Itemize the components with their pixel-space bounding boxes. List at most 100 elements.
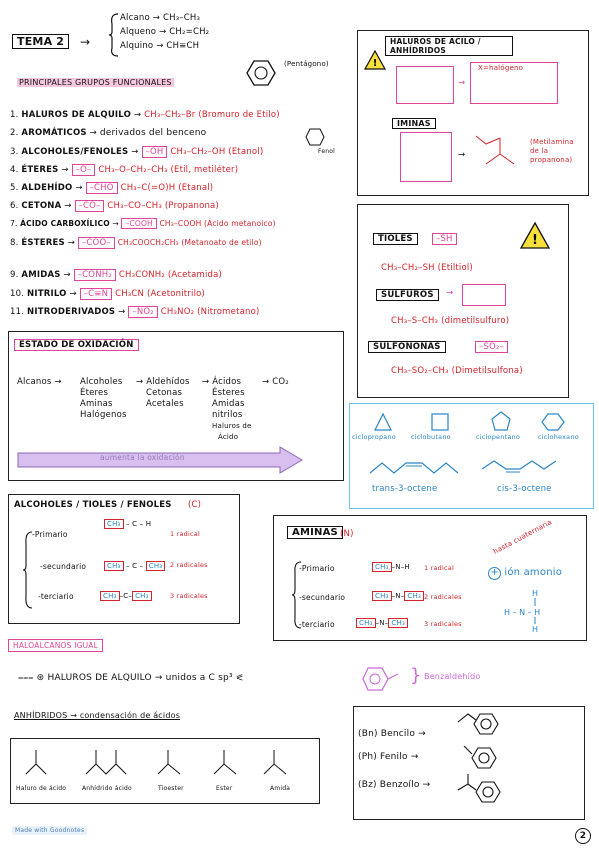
imine-structure <box>400 132 452 182</box>
fg-row: 9. AMIDAS → –CONH₂ CH₃CONH₂ (Acetamida) <box>10 269 223 281</box>
alcohols-box <box>8 494 240 624</box>
benzaldehido-label: Benzaldehído <box>424 672 481 681</box>
bencilo-label: (Bn) Bencilo → <box>358 729 426 739</box>
goodnotes-badge: Made with Goodnotes <box>12 826 88 835</box>
ion-amonio: + ión amonio <box>488 567 562 580</box>
ox-col4: → Ácidos Ésteres Amidas nitrilos Haluros… <box>202 377 252 443</box>
ox-col2: Alcoholes Éteres Aminas Halógenos <box>80 377 127 421</box>
ox-col3: → Aldehídos Cetonas Acetales <box>136 377 190 410</box>
tioles-title: TIOLES <box>373 233 418 245</box>
trans-octene-label: trans-3-octene <box>372 484 438 494</box>
fg-row: 4. ÉTERES → –O– CH₃–O–CH₂–CH₃ (Etil, met… <box>10 164 239 176</box>
fg-example: CH₃COOCH₂CH₃ (Metanoato de etilo) <box>117 238 262 247</box>
ammonium-icon: H H – N – H H <box>504 589 540 634</box>
fg-name: NITRILO <box>27 289 67 299</box>
fg-name: HALUROS DE ALQUILO <box>21 110 132 120</box>
warning-icon: ! <box>363 49 387 70</box>
fg-example: CH₃–CO–CH₃ (Propanona) <box>107 201 219 211</box>
alc-primario: -Primario <box>32 530 68 539</box>
fg-num: 11. <box>10 307 25 317</box>
brace-icon <box>291 561 302 629</box>
fg-num: 3. <box>10 147 19 157</box>
tema-label: TEMA 2 <box>12 34 70 49</box>
ox-item: Haluros de <box>212 422 252 430</box>
alcohols-title: ALCOHOLES / TIOLES / FENOLES <box>14 500 172 510</box>
ring-label: ciclohexano <box>538 433 579 441</box>
fg-example: CH₃CN (Acetonitrilo) <box>115 289 206 299</box>
reverse-arrows-icon: ⪕ <box>235 673 244 683</box>
am-primario: -Primario <box>299 564 335 573</box>
tioles-group: –SH <box>432 233 457 245</box>
ring-label: ciclopentano <box>476 433 521 441</box>
fenol-label: Fenol <box>318 148 335 155</box>
acid-halides-title: HALUROS DE ACILO / ANHÍDRIDOS <box>385 36 513 56</box>
aminas-box <box>273 515 587 641</box>
fg-name: ÁCIDO CARBOXÍLICO <box>20 219 110 228</box>
am-r3: 3 radicales <box>424 620 462 628</box>
octene-skeletons-icon <box>369 460 557 474</box>
ox-item: Cetonas <box>146 388 183 398</box>
plus-circle-icon: + <box>488 567 501 580</box>
brace-glyph: } <box>410 665 422 686</box>
ox-item: Éteres <box>80 388 109 398</box>
ox-item: Aminas <box>80 399 113 409</box>
am-primario-structure: CH₃–N–H <box>372 562 410 572</box>
alc-secundario-structure: CH₃ – C – CH₃ <box>104 561 166 571</box>
fg-num: 8. <box>10 238 19 248</box>
star-circle-icon: ⊛ <box>36 673 45 683</box>
fg-group: –COOH <box>121 218 157 229</box>
pentagon-note: (Pentágono) <box>284 60 329 68</box>
ox-item: Amidas <box>212 399 245 409</box>
alkene-line: Alqueno → CH₂=CH₂ <box>120 27 210 37</box>
brace-icon <box>22 531 33 609</box>
fg-num: 6. <box>10 201 19 211</box>
fg-num: 7. <box>10 219 18 228</box>
equals-arrows-icon: ⩶ <box>18 673 34 683</box>
arrow-glyph: → <box>446 288 454 298</box>
ox-item: Alcoholes <box>80 377 123 387</box>
ion-amonio-label: ión amonio <box>504 567 563 578</box>
fg-group: –O– <box>71 164 96 176</box>
sulfuros-title: SULFUROS <box>376 289 439 301</box>
alc-r3: 3 radicales <box>170 592 208 600</box>
alc-terciario-structure: CH₃–C–CH₃ <box>100 591 152 601</box>
sulfuro-structure <box>462 284 506 306</box>
thiols-box <box>357 204 569 398</box>
fg-example: CH₃CONH₂ (Acetamida) <box>118 270 223 280</box>
acid-halides-box <box>357 30 589 196</box>
fenol-ring-icon <box>305 128 325 146</box>
iminas-title: IMINAS <box>392 118 436 129</box>
am-secundario-structure: CH₃–N–CH₃ <box>372 591 424 601</box>
fg-name: AMIDAS <box>21 270 61 280</box>
acid-derivatives-icon <box>25 750 287 775</box>
haluros-line: ⩶ ⊛ HALUROS DE ALQUILO → unidos a C sp³ … <box>18 673 244 683</box>
aminas-tag: (N) <box>340 529 354 539</box>
phenyl-groups-icon <box>457 713 501 803</box>
fg-num: 2. <box>10 128 19 138</box>
fg-num: 10. <box>10 289 25 299</box>
am-terciario-structure: CH₃–N–CH₃ <box>356 618 408 628</box>
fg-example: CH₃–O–CH₂–CH₃ (Etil, metiléter) <box>98 165 239 175</box>
fg-group: derivados del benceno <box>99 128 207 138</box>
cis-octene-label: cis-3-octene <box>497 484 552 494</box>
fg-group: –CHO <box>85 182 118 194</box>
fg-row: 5. ALDEHÍDO → –CHO CH₃–C(=O)H (Etanal) <box>10 182 214 194</box>
warning-icon: ! <box>519 221 551 249</box>
fg-example: CH₃–CH₂–OH (Etanol) <box>170 147 264 157</box>
derivatives-box <box>10 738 320 804</box>
fg-name: NITRODERIVADOS <box>27 307 116 317</box>
brace-icon <box>108 13 119 57</box>
alc-secundario: -secundario <box>40 562 87 571</box>
oxidation-title: ESTADO DE OXIDACIÓN <box>14 339 139 351</box>
fg-num: 5. <box>10 183 19 193</box>
sulfonas-example: CH₃–SO₂–CH₃ (Dimetilsulfona) <box>391 366 523 376</box>
rings-box <box>349 403 594 509</box>
acyl-halide-structure <box>396 66 454 104</box>
am-secundario: -secundario <box>299 593 346 602</box>
fg-row: 10. NITRILO → –C≡N CH₃CN (Acetonitrilo) <box>10 288 206 300</box>
deriv-label: Haluro de ácido <box>16 785 67 792</box>
deriv-label: Ester <box>216 785 233 792</box>
ox-item: Acetales <box>146 399 184 409</box>
oxidation-arrow-icon <box>17 446 303 474</box>
oxidation-arrow-label: aumenta la oxidación <box>100 453 185 462</box>
